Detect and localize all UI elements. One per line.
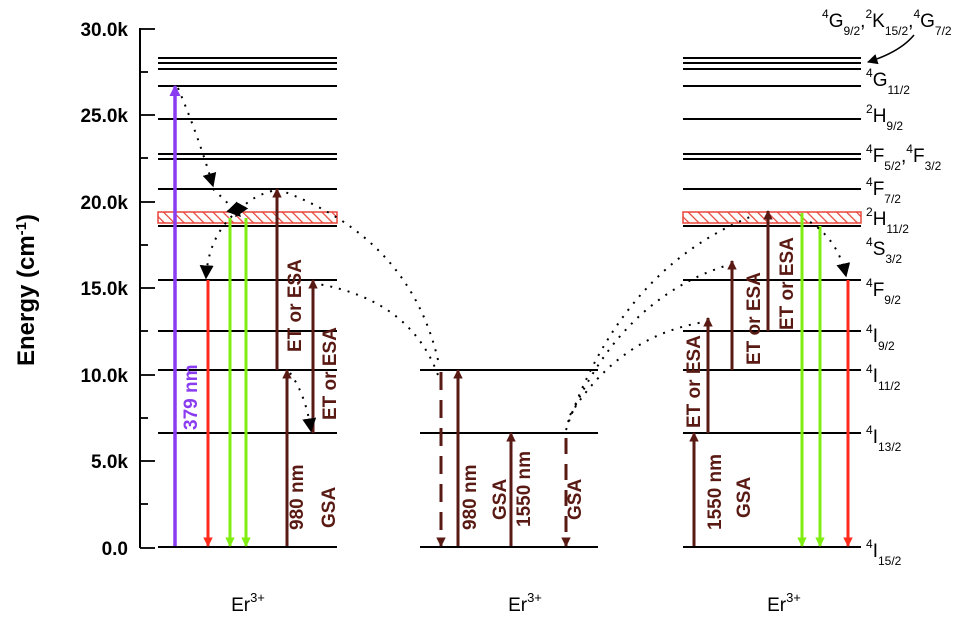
level-term-label: 4G9/2,2K15/2,4G7/2 xyxy=(822,7,952,38)
thermal-band-right xyxy=(682,211,862,224)
nonradiative-relaxation xyxy=(809,221,851,278)
level-labels: 4G9/2,2K15/2,4G7/2 4G11/2 2H9/2 4F5/2,4F3/2… xyxy=(822,7,952,568)
label-pointer xyxy=(866,34,915,65)
level-term-label: 4S3/2 xyxy=(866,235,902,266)
y-tick-label: 0.0 xyxy=(102,539,128,560)
ion-label: Er3+ xyxy=(231,590,265,616)
et-esa-label: ET or ESA xyxy=(777,237,798,330)
y-tick-label: 15.0k xyxy=(80,279,128,300)
energy-transfer-path xyxy=(317,283,439,376)
et-esa-label: ET or ESA xyxy=(744,272,765,365)
level-term-label: 2H9/2 xyxy=(866,102,903,133)
transitions-right xyxy=(689,34,915,547)
gsa-label: GSA xyxy=(490,479,511,520)
ion-label: Er3+ xyxy=(767,590,801,616)
et-esa-label: ET or ESA xyxy=(285,259,306,352)
transitions-middle xyxy=(436,216,751,547)
ion-label: Er3+ xyxy=(508,590,542,616)
et-esa-label: ET or ESA xyxy=(684,335,705,428)
level-term-label: 4F5/2,4F3/2 xyxy=(866,142,942,173)
level-term-label: 4I9/2 xyxy=(866,322,895,353)
level-term-label: 4I15/2 xyxy=(866,537,902,568)
gsa-label: GSA xyxy=(565,479,586,520)
y-tick-label: 5.0k xyxy=(91,452,128,473)
y-tick-label: 25.0k xyxy=(80,106,128,127)
gsa-label: GSA xyxy=(319,487,340,528)
y-axis-label: Energy (cm-1) xyxy=(13,214,41,366)
annotations: 379 nm 980 nm GSA ET or ESA ET or ESA 98… xyxy=(181,237,798,530)
wavelength-980-label: 980 nm xyxy=(460,465,481,530)
y-tick-label: 10.0k xyxy=(80,366,128,387)
nonradiative-relaxation xyxy=(177,87,217,188)
wavelength-379-label: 379 nm xyxy=(181,365,202,430)
et-esa-label: ET or ESA xyxy=(320,327,341,420)
level-term-label: 2H11/2 xyxy=(866,205,909,236)
gsa-label: GSA xyxy=(734,477,755,518)
level-term-label: 4F9/2 xyxy=(866,276,901,307)
ion-labels: Er3+ Er3+ Er3+ xyxy=(231,590,801,616)
level-term-label: 4I11/2 xyxy=(866,362,901,393)
wavelength-1550-label: 1550 nm xyxy=(705,454,726,530)
level-term-label: 4F7/2 xyxy=(866,175,901,206)
y-tick-label: 30.0k xyxy=(80,20,128,41)
nonradiative-relaxation xyxy=(289,372,317,433)
y-tick-label: 20.0k xyxy=(80,193,128,214)
level-term-label: 4G11/2 xyxy=(866,66,910,97)
levels-right xyxy=(683,57,861,548)
transitions-left xyxy=(169,84,439,547)
wavelength-980-label: 980 nm xyxy=(287,465,308,530)
wavelength-1550-label: 1550 nm xyxy=(514,451,535,527)
level-term-label: 4I13/2 xyxy=(866,423,902,454)
y-axis: 0.0 5.0k 10.0k 15.0k 20.0k 25.0k 30.0k E… xyxy=(13,20,155,560)
energy-transfer-path xyxy=(565,216,751,431)
